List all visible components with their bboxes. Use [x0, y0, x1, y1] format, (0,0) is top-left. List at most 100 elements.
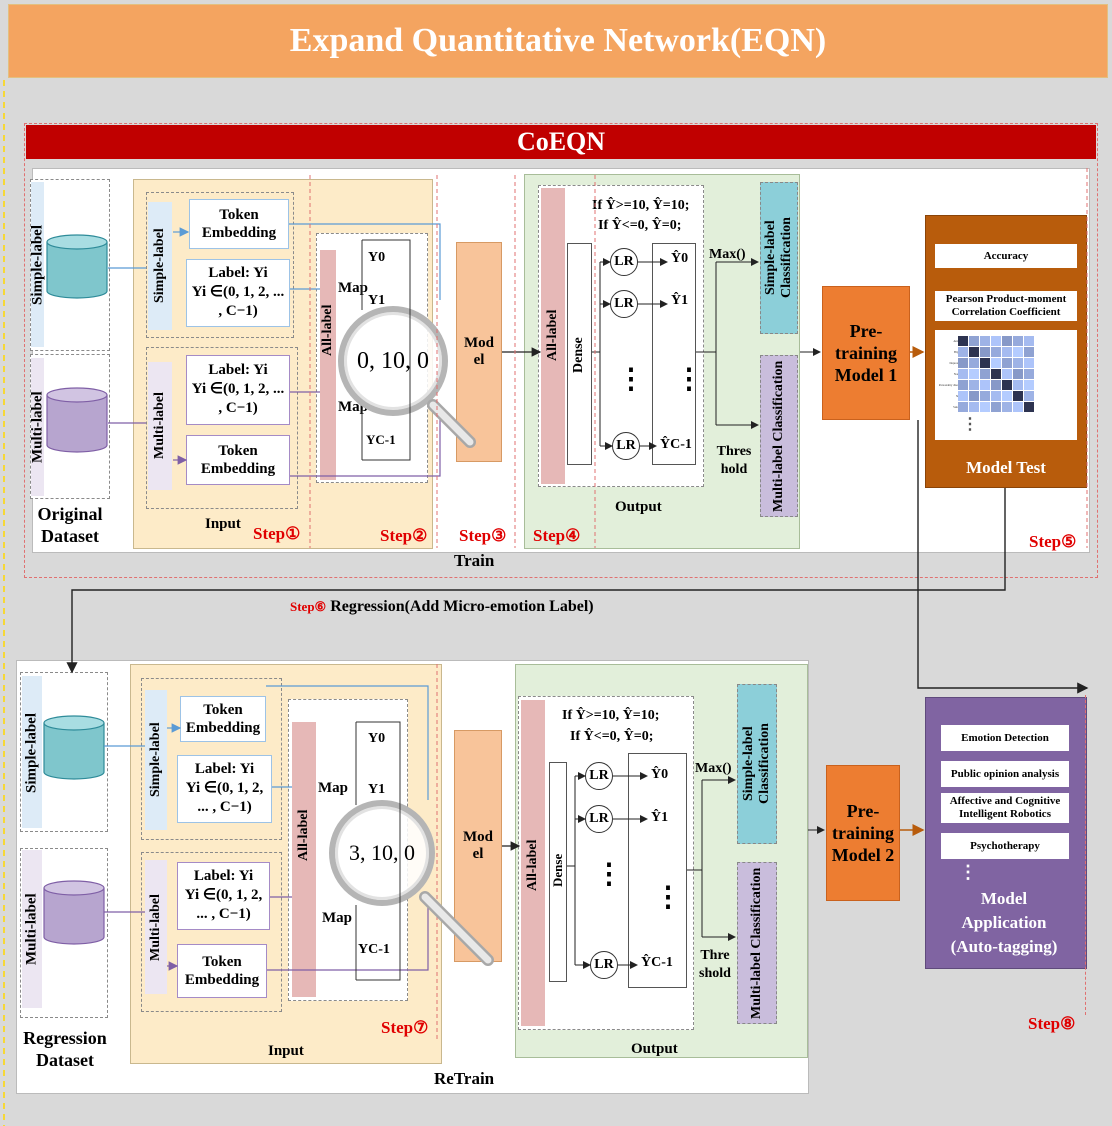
heatmap-cell — [969, 391, 979, 401]
coeqn-yhat-box — [652, 243, 696, 465]
coeqn-simple-label-l2: Yi ∈(0, 1, 2, ... — [191, 284, 285, 300]
coeqn-magnifier-lens: 0, 10, 0 — [338, 306, 448, 416]
coeqn-output-all-label-bar — [541, 188, 565, 484]
retrain-input-simple-group — [141, 678, 282, 840]
retrain-yhat0: Ŷ0 — [651, 767, 669, 782]
retrain-lr-dots: ⋮ — [595, 859, 623, 890]
retrain-threshold: Thre shold — [699, 948, 731, 981]
coeqn-all-label-bar — [320, 250, 336, 480]
heatmap-cell — [980, 369, 990, 379]
retrain-output-all-label-bar — [521, 700, 545, 1026]
regression-text: Regression(Add Micro-emotion Label) — [330, 598, 594, 615]
coeqn-model-box: Mod el — [456, 242, 502, 462]
heatmap-cell — [980, 380, 990, 390]
retrain-yhat-dots: ⋮ — [654, 882, 682, 913]
retrain-simple-label-l2: Yi ∈(0, 1, 2, — [185, 780, 264, 796]
retrain-lens-value: 3, 10, 0 — [349, 840, 415, 865]
coeqn-region — [24, 123, 1098, 578]
coeqn-rule2: If Ŷ<=0, Ŷ=0; — [598, 218, 682, 233]
coeqn-multi-label-l2: Yi ∈(0, 1, 2, ... — [191, 381, 285, 397]
heatmap-cell — [1024, 391, 1034, 401]
coeqn-input-simple-group — [146, 192, 294, 338]
heatmap-cell — [991, 391, 1001, 401]
coeqn-map1: Map — [338, 280, 368, 296]
coeqn-token-line-top — [289, 223, 441, 300]
retrain-simple-label-box: Label: Yi Yi ∈(0, 1, 2, ... , C−1) — [177, 755, 272, 823]
retrain-token-line-top — [266, 685, 429, 800]
coeqn-yhat1: Ŷ1 — [671, 293, 689, 308]
retrain-model-box: Mod el — [454, 730, 502, 962]
heatmap-cell — [1013, 369, 1023, 379]
coeqn-simple-label-box: Label: Yi Yi ∈(0, 1, 2, ... , C−1) — [186, 259, 290, 327]
application-item-2: Affective and Cognitive Intelligent Robo… — [941, 793, 1069, 823]
step-6: Step⑥ — [290, 599, 327, 614]
coeqn-simple-training-set-cylinder — [46, 234, 108, 299]
heatmap-cell — [1024, 369, 1034, 379]
application-item-0: Emotion Detection — [941, 725, 1069, 751]
coeqn-yhatc1: ŶC-1 — [660, 437, 692, 452]
coeqn-simple-label-l3: , C−1) — [218, 303, 258, 319]
coeqn-lr-c1-text: LR — [616, 438, 636, 453]
heatmap-cell — [991, 402, 1001, 412]
coeqn-threshold: Thres hold — [716, 444, 752, 477]
coeqn-lr-1-text: LR — [614, 296, 634, 311]
application-item-1: Public opinion analysis — [941, 761, 1069, 787]
retrain-y0: Y0 — [368, 731, 386, 746]
heatmap-cell — [1024, 336, 1034, 346]
retrain-all-label-bar — [292, 722, 316, 997]
coeqn-title: CoEQN — [516, 127, 606, 156]
heatmap-cell — [958, 336, 968, 346]
coeqn-multi-label-l3: , C−1) — [218, 400, 258, 416]
coeqn-multi-training-set-cylinder — [46, 387, 108, 453]
retrain-lr-c1-text: LR — [594, 957, 614, 972]
heatmap-cell — [1013, 380, 1023, 390]
heatmap-cell — [1002, 336, 1012, 346]
heatmap-cell — [969, 369, 979, 379]
heatmap-cell — [991, 380, 1001, 390]
heatmap-row-label: Depression — [949, 361, 964, 365]
step-1: Step① — [253, 524, 301, 543]
heatmap-cell — [1002, 358, 1012, 368]
retrain-rule1: If Ŷ>=10, Ŷ=10; — [562, 708, 660, 723]
heatmap-cell — [958, 347, 968, 357]
coeqn-simple-label-l1: Label: Yi — [208, 265, 268, 281]
heatmap-cell — [958, 358, 968, 368]
model-test-pearson: Pearson Product-moment Correlation Coeff… — [935, 291, 1077, 321]
heatmap-cell — [958, 369, 968, 379]
retrain-multi-label-box: Label: Yi Yi ∈(0, 1, 2, ... , C−1) — [177, 862, 270, 930]
heatmap-cell — [969, 347, 979, 357]
retrain-lr-1: LR — [585, 805, 613, 833]
main-title: Expand Quantitative Network(EQN) — [289, 22, 827, 59]
heatmap-cell — [1002, 369, 1012, 379]
heatmap-cell — [991, 347, 1001, 357]
heatmap-cell — [991, 336, 1001, 346]
coeqn-simple-classification — [760, 182, 798, 334]
application-title: Model Application (Auto-tagging) — [950, 889, 1058, 956]
step-4: Step④ — [533, 526, 581, 545]
coeqn-input-simple-strip — [148, 202, 172, 330]
retrain-simple-training-set-cylinder — [43, 715, 105, 780]
retrain-simple-classification — [737, 684, 777, 844]
retrain-multi-label-l3: ... , C−1) — [196, 906, 251, 922]
coeqn-model-text: Mod el — [464, 335, 494, 368]
coeqn-title-bar: CoEQN — [26, 125, 1096, 159]
coeqn-dense-box — [567, 243, 592, 465]
heatmap-cell — [1002, 402, 1012, 412]
coeqn-yhat0: Ŷ0 — [671, 251, 689, 266]
retrain-yhat1: Ŷ1 — [651, 810, 669, 825]
pretraining-model-2-text: Pre-training Model 2 — [831, 801, 895, 865]
retrain-input-multi-strip — [145, 860, 167, 994]
heatmap-cell — [1013, 358, 1023, 368]
coeqn-multi-label-box: Label: Yi Yi ∈(0, 1, 2, ... , C−1) — [186, 355, 290, 425]
heatmap-cell — [969, 380, 979, 390]
coeqn-lens-value: 0, 10, 0 — [357, 347, 429, 374]
heatmap-cell — [1013, 347, 1023, 357]
retrain-max: Max() — [695, 761, 732, 776]
retrain-lr-0: LR — [585, 762, 613, 790]
coeqn-input-caption: Input — [205, 516, 241, 532]
pretrain1-to-application — [917, 420, 1089, 694]
retrain-multi-token-embedding: Token Embedding — [177, 944, 267, 998]
pretraining-model-1: Pre-training Model 1 — [822, 286, 910, 420]
step-8: Step⑧ — [1028, 1014, 1076, 1033]
